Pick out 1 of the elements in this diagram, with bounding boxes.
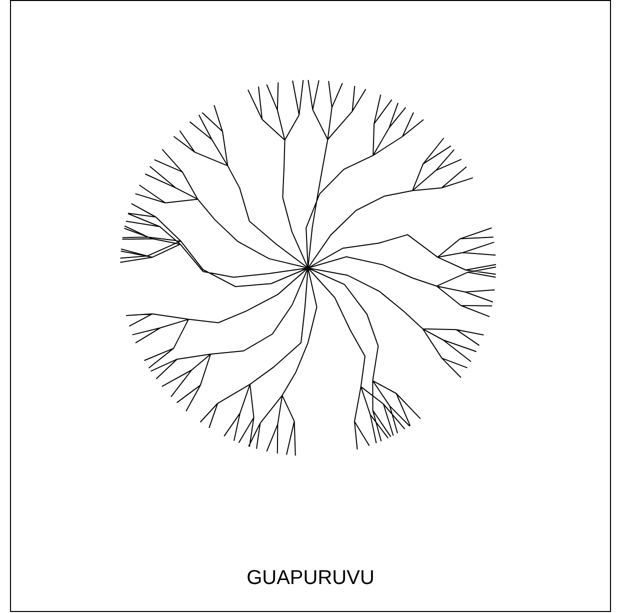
plant-name: GUAPURUVU bbox=[246, 566, 376, 590]
